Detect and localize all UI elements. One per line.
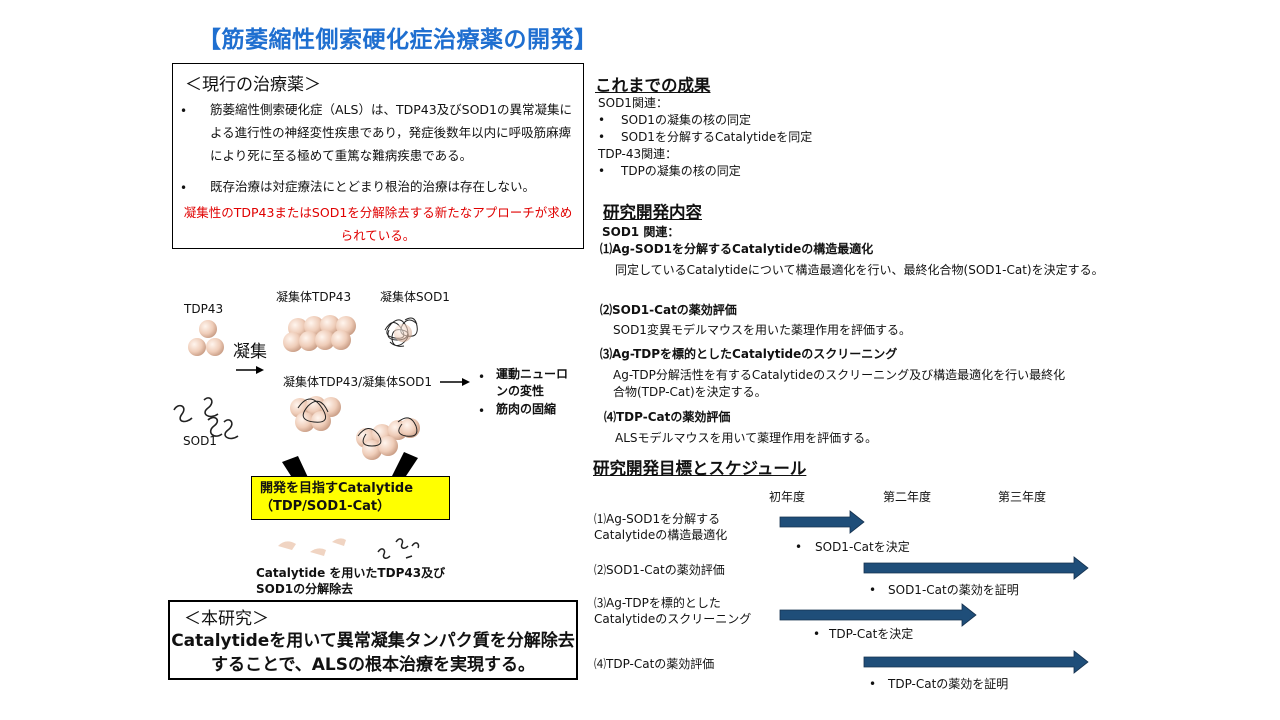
schedule-milestone: TDP-Catを決定	[829, 627, 914, 641]
bullet-dot: •	[598, 164, 606, 178]
achievements-sod1-label: SOD1関連：	[598, 96, 668, 110]
mixed-aggregate-1	[290, 396, 341, 432]
research-item-desc: ALSモデルマウスを用いて薬理作用を評価する。	[615, 431, 878, 445]
achievements-tdp-label: TDP-43関連：	[598, 147, 678, 161]
current-treatment-box	[172, 63, 584, 249]
page-title: 【筋萎縮性側索硬化症治療薬の開発】	[198, 27, 598, 53]
research-item-desc: 同定しているCatalytideについて構造最適化を行い、最終化合物(SOD1-…	[615, 263, 1104, 277]
year-label: 初年度	[769, 490, 806, 504]
schedule-row-label: ⑴Ag-SOD1を分解するCatalytideの構造最適化	[594, 512, 728, 542]
research-item-title: ⑵SOD1-Catの薬効評価	[600, 303, 737, 317]
this-study-box: ＜本研究＞ Catalytideを用いて異常凝集タンパク質を分解除去することで、…	[168, 600, 578, 680]
schedule-arrow	[863, 556, 1089, 580]
bullet-dot: •	[478, 404, 486, 418]
mechanism-diagram	[173, 315, 470, 559]
schedule-gantt	[779, 510, 1089, 674]
sod1-monomers	[173, 397, 239, 440]
effect-muscle-rigidity: 筋肉の固縮	[496, 402, 557, 416]
research-heading: 研究開発内容	[603, 203, 702, 222]
aggregated-sod1-label: 凝集体SOD1	[380, 290, 450, 304]
aggregation-label: 凝集	[233, 342, 267, 362]
new-approach-highlight: 凝集性のTDP43またはSOD1を分解除去する新たなアプローチが求められている。	[183, 205, 573, 243]
schedule-milestone: TDP-Catの薬効を証明	[888, 677, 1009, 691]
year-label: 第三年度	[998, 490, 1047, 504]
achievements-heading: これまでの成果	[595, 76, 711, 95]
tdp43-label: TDP43	[184, 302, 224, 316]
aggregated-tdp43-cluster	[283, 315, 356, 352]
existing-treatment-text: 既存治療は対症療法にとどまり根治的治療は存在しない。	[210, 179, 536, 194]
schedule-row-label: ⑷TDP-Catの薬効評価	[594, 657, 715, 671]
effect-motor-neuron: 運動ニューロンの変性	[496, 367, 569, 398]
bullet-dot: •	[478, 370, 486, 384]
achievement-item: SOD1を分解するCatalytideを同定	[621, 130, 813, 144]
bullet-dot: •	[813, 627, 821, 641]
als-description: 筋萎縮性側索硬化症（ALS）は、TDP43及びSOD1の異常凝集による進行性の神…	[210, 102, 573, 163]
degraded-fragments	[278, 538, 420, 559]
schedule-heading: 研究開発目標とスケジュール	[593, 459, 807, 478]
schedule-row-label: ⑵SOD1-Catの薬効評価	[594, 563, 725, 577]
research-item-desc: Ag-TDP分解活性を有するCatalytideのスクリーニング及び構造最適化を…	[613, 368, 1066, 399]
year-label: 第二年度	[883, 490, 932, 504]
bullet-dot: •	[180, 104, 188, 118]
schedule-arrow	[779, 510, 865, 534]
achievement-item: TDPの凝集の核の同定	[621, 164, 741, 178]
bullet-dot: •	[180, 181, 188, 195]
schedule-row-label: ⑶Ag-TDPを標的としたCatalytideのスクリーニング	[594, 596, 752, 626]
aggregated-sod1-tangle	[384, 317, 418, 347]
current-treatment-heading: ＜現行の治療薬＞	[185, 75, 321, 95]
mixed-aggregate-label: 凝集体TDP43/凝集体SOD1	[283, 375, 433, 389]
aggregated-tdp43-label: 凝集体TDP43	[276, 290, 352, 304]
this-study-message: Catalytideを用いて異常凝集タンパク質を分解除去することで、ALSの根本…	[171, 631, 575, 675]
research-item-title: ⑶Ag-TDPを標的としたCatalytideのスクリーニング	[600, 347, 898, 361]
schedule-arrow	[863, 650, 1089, 674]
sod1-label: SOD1	[183, 434, 217, 448]
degradation-caption: Catalytide を用いたTDP43及びSOD1の分解除去	[256, 566, 446, 596]
bullet-dot: •	[598, 130, 606, 144]
achievement-item: SOD1の凝集の核の同定	[621, 113, 751, 127]
research-sod1-label: SOD1 関連：	[602, 225, 680, 239]
schedule-arrow	[779, 603, 977, 627]
this-study-heading: ＜本研究＞	[184, 609, 269, 629]
research-item-desc: SOD1変異モデルマウスを用いた薬理作用を評価する。	[613, 323, 911, 337]
bullet-dot: •	[869, 583, 877, 597]
research-item-title: ⑷TDP-Catの薬効評価	[604, 410, 731, 424]
mixed-aggregate-2	[356, 417, 420, 460]
tdp43-monomers	[188, 320, 224, 356]
bullet-dot: •	[795, 540, 803, 554]
bullet-dot: •	[598, 113, 606, 127]
schedule-milestone: SOD1-Catの薬効を証明	[888, 583, 1019, 597]
research-item-title: ⑴Ag-SOD1を分解するCatalytideの構造最適化	[600, 242, 874, 256]
catalytide-target-box: 開発を目指すCatalytide（TDP/SOD1-Cat）	[251, 476, 450, 520]
schedule-milestone: SOD1-Catを決定	[815, 540, 910, 554]
bullet-dot: •	[869, 677, 877, 691]
